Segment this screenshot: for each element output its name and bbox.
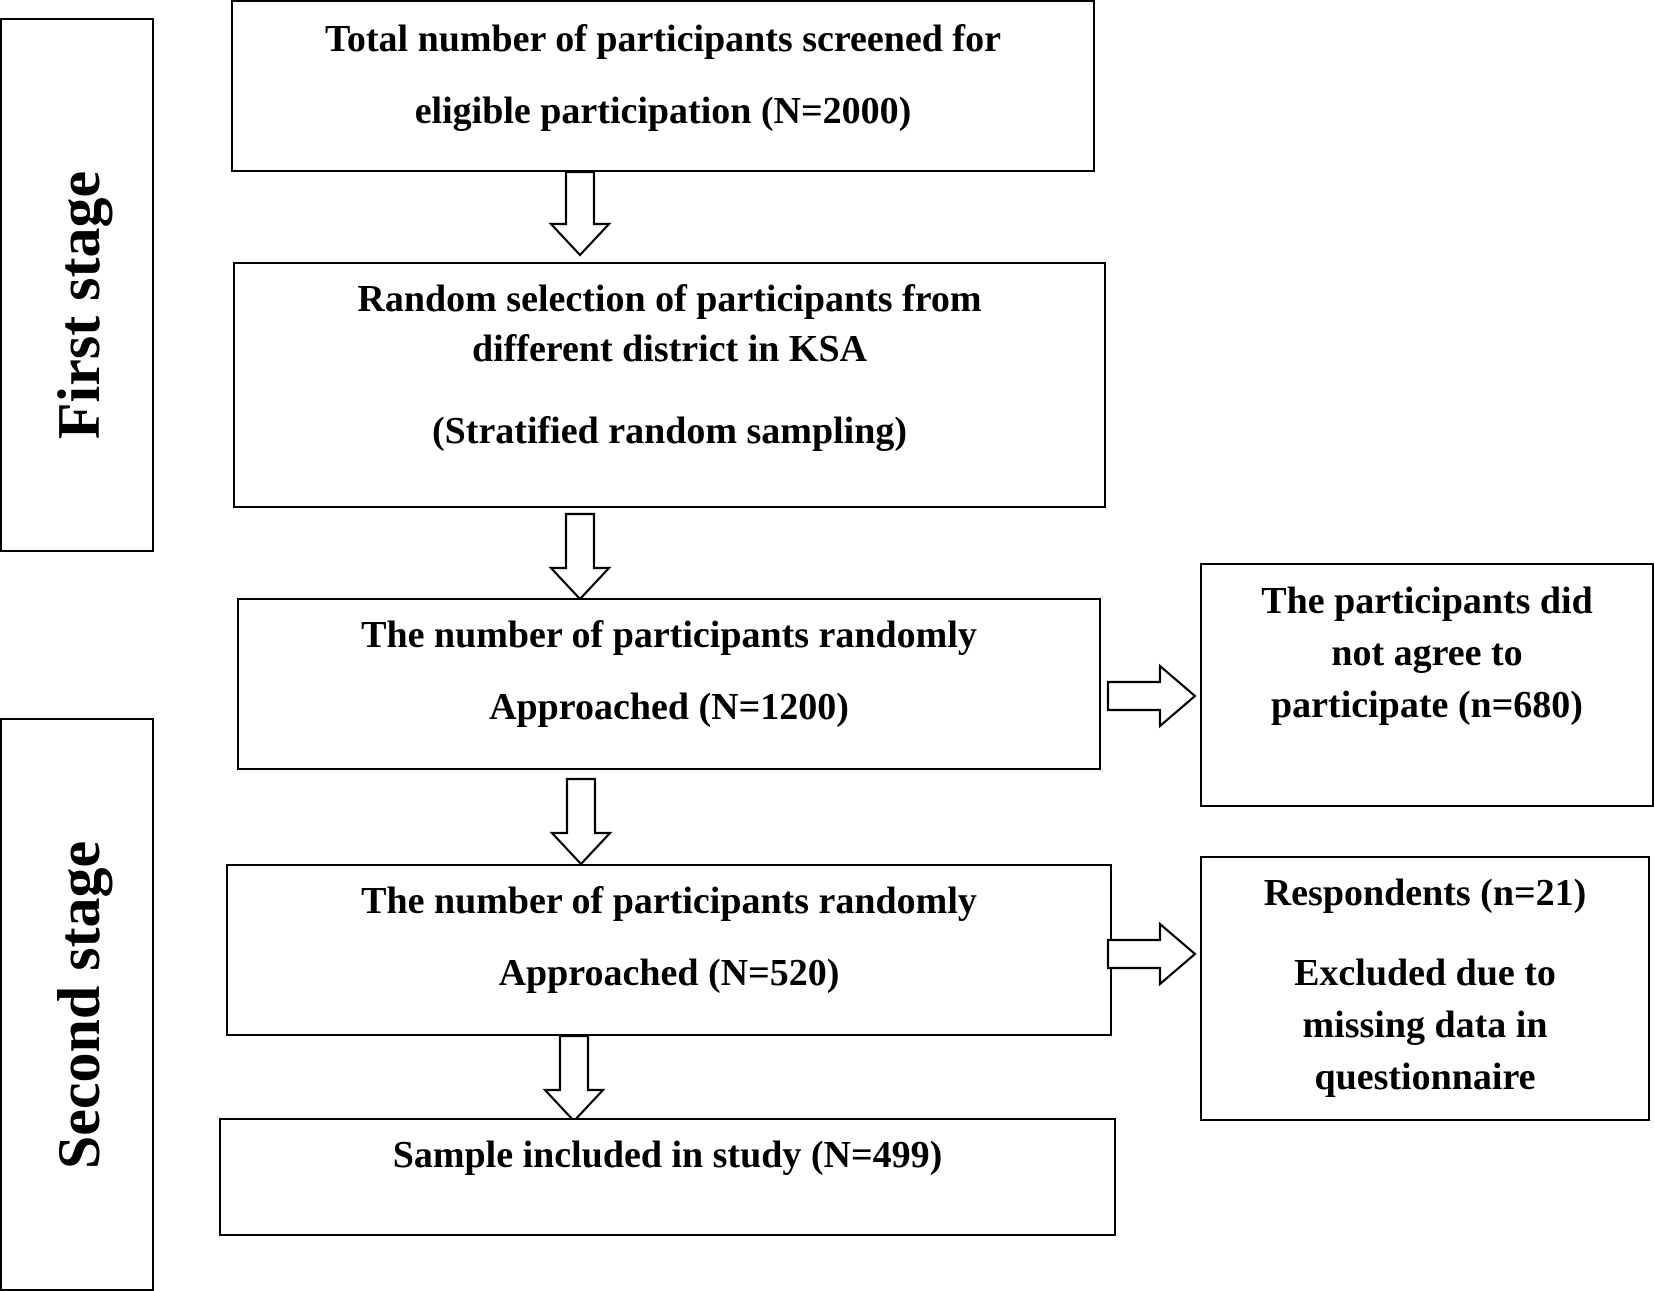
screened-participants-box: Total number of participants screened fo… — [231, 0, 1095, 172]
first-stage-panel: First stage — [0, 18, 154, 552]
sample-included-line-1: Sample included in study (N=499) — [392, 1134, 943, 1176]
approached-520-box: The number of participants randomly Appr… — [226, 864, 1112, 1036]
excluded-line-3: missing data in — [1302, 1004, 1548, 1046]
excluded-line-4: questionnaire — [1314, 1056, 1536, 1098]
approached-1200-box: The number of participants randomly Appr… — [237, 598, 1101, 770]
random-selection-line-2: different district in KSA — [471, 328, 868, 370]
random-selection-line-3: (Stratified random sampling) — [432, 410, 907, 452]
down-arrow-1 — [548, 170, 612, 257]
down-arrow-4 — [542, 1034, 606, 1123]
down-arrow-3 — [549, 777, 613, 866]
screened-line-2: eligible participation (N=2000) — [414, 90, 912, 132]
not-agree-line-1: The participants did — [1261, 580, 1593, 622]
excluded-box: Respondents (n=21) Excluded due to missi… — [1200, 856, 1650, 1121]
not-agree-line-2: not agree to — [1331, 632, 1523, 674]
down-arrow-2 — [548, 512, 612, 601]
random-selection-box: Random selection of participants from di… — [233, 262, 1106, 508]
second-stage-panel: Second stage — [0, 718, 154, 1291]
excluded-line-1: Respondents (n=21) — [1263, 872, 1587, 914]
not-agree-line-3: participate (n=680) — [1271, 684, 1583, 726]
random-selection-line-1: Random selection of participants from — [357, 278, 982, 320]
right-arrow-1 — [1106, 663, 1197, 729]
approached-1200-line-2: Approached (N=1200) — [489, 686, 849, 728]
not-agree-box: The participants did not agree to partic… — [1200, 563, 1654, 807]
sample-included-box: Sample included in study (N=499) — [219, 1118, 1116, 1236]
screened-line-1: Total number of participants screened fo… — [325, 18, 1001, 60]
second-stage-label: Second stage — [46, 840, 112, 1170]
first-stage-label: First stage — [46, 170, 112, 440]
approached-1200-line-1: The number of participants randomly — [361, 614, 977, 656]
right-arrow-2 — [1106, 921, 1197, 987]
excluded-line-2: Excluded due to — [1294, 952, 1556, 994]
approached-520-line-2: Approached (N=520) — [498, 952, 840, 994]
approached-520-line-1: The number of participants randomly — [361, 880, 977, 922]
